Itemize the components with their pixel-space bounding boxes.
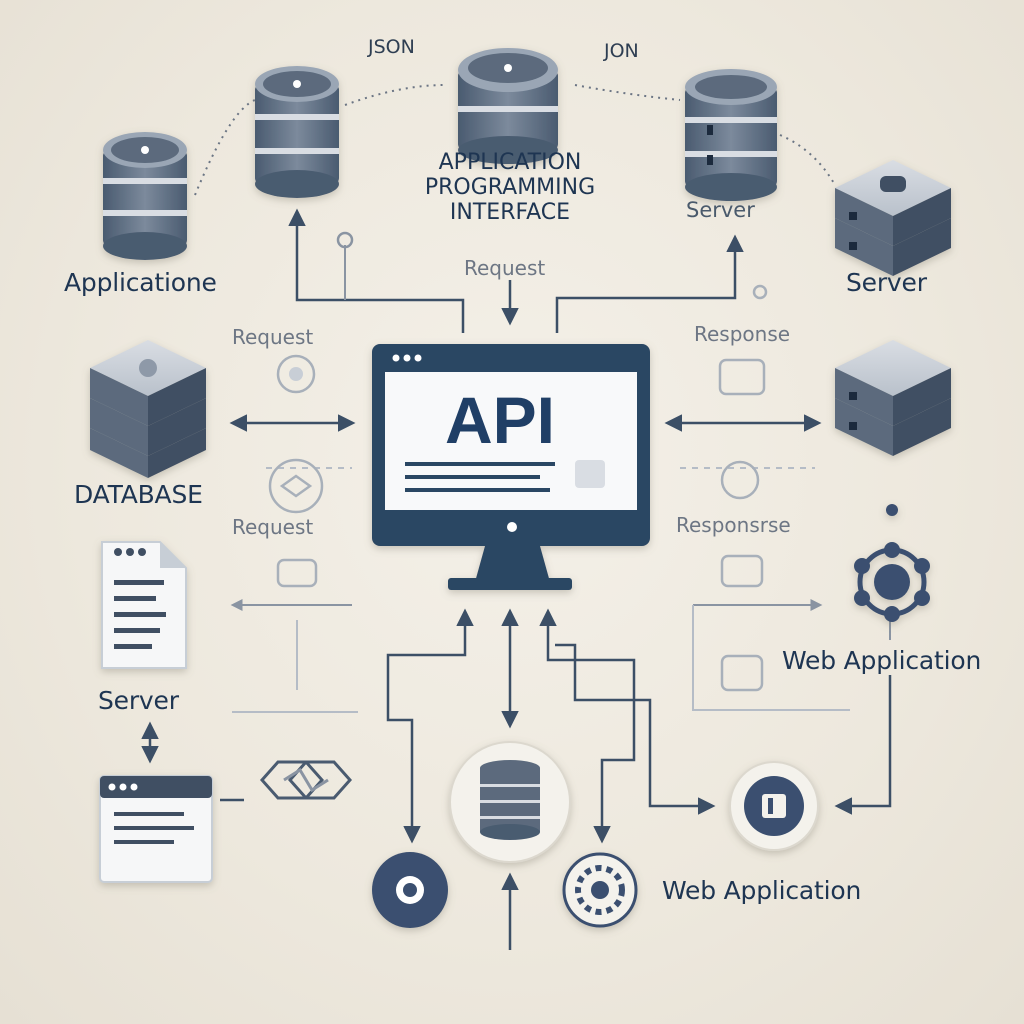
label-web-application-right: Web Application [782,646,982,675]
label-server-left: Server [98,686,179,715]
link-hexagon-icon [259,760,353,800]
api-monitor [372,344,650,590]
json-label-left: JSON [368,36,415,58]
network-icon [854,504,930,622]
faint-decorative-icons [268,231,768,692]
api-screen-text: API [445,383,556,457]
database-icon [255,66,339,198]
server-icon [835,160,951,276]
database-circle-icon [449,741,571,863]
gear-icon [562,852,638,928]
server-icon [835,340,951,456]
document-icon [101,541,187,669]
json-label-right: JON [604,40,639,62]
label-response-upper: Response [694,322,791,346]
database-icon [458,48,558,164]
database-icon [685,69,777,201]
database-icon [103,132,187,260]
label-request-left-upper: Request [232,325,314,349]
server-icon [90,340,206,478]
label-applicatione: Applicatione [64,268,217,297]
bug-circle-icon [372,852,448,928]
page-title: APPLICATION PROGRAMMING INTERFACE [390,150,630,225]
label-server-top-right: Server [846,268,927,297]
connector-lines [141,84,892,950]
browser-window-icon [99,775,213,883]
label-server-small: Server [686,198,755,222]
label-request-top: Request [464,256,546,280]
label-database: DATABASE [74,480,203,509]
title-line-3: INTERFACE [449,200,571,225]
title-line-2: PROGRAMMING [424,175,596,200]
label-request-left-lower: Request [232,515,314,539]
web-app-badge-icon [729,761,819,851]
title-line-1: APPLICATION [438,150,582,175]
label-web-application-bottom: Web Application [662,876,862,905]
label-response-lower: Responsrse [676,513,791,537]
